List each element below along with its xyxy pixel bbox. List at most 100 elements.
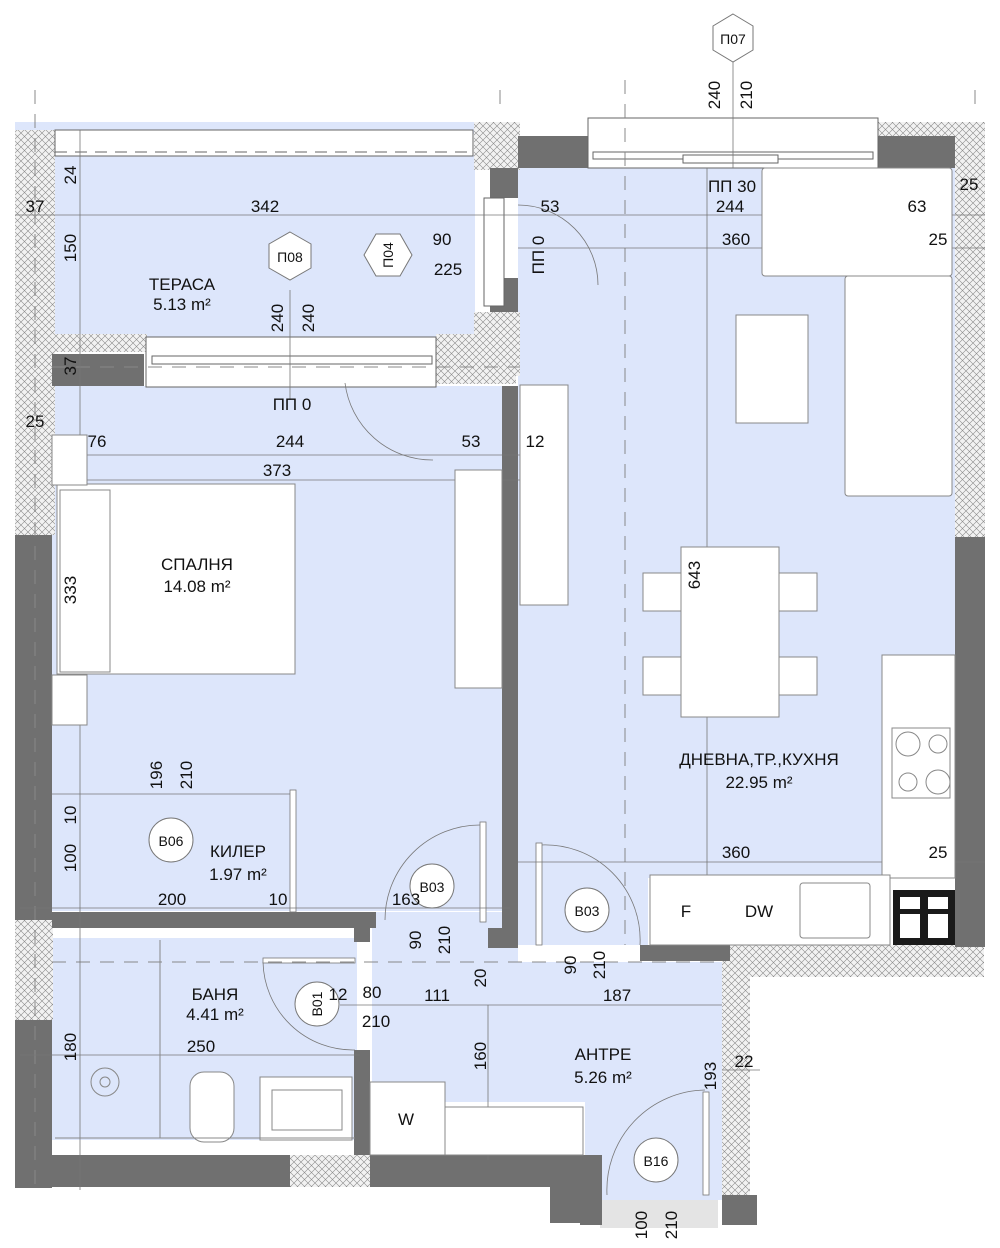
dim-label: 76 (88, 432, 107, 451)
dim-label: 12 (526, 432, 545, 451)
coffee-table (735, 314, 809, 424)
dishwasher-label: DW (745, 902, 773, 921)
tag-p08 (268, 231, 312, 281)
walls (15, 136, 985, 1225)
dim-label: 53 (541, 197, 560, 216)
room-name: АНТРЕ (575, 1045, 632, 1064)
room-area: 4.41 m² (186, 1005, 244, 1024)
dim-label: 100 (632, 1211, 651, 1239)
tag-label: П07 (720, 31, 746, 47)
tag-p07 (712, 13, 754, 63)
dim-label: 210 (737, 81, 756, 109)
room-name: ТЕРАСА (149, 275, 216, 294)
toilet (189, 1071, 235, 1143)
dim-label: 10 (61, 806, 80, 825)
grid-lines (34, 80, 976, 1190)
dim-label: 25 (929, 230, 948, 249)
dim-label: 160 (471, 1042, 490, 1070)
dim-label: 24 (61, 166, 80, 185)
chair (778, 656, 818, 696)
dim-label: 163 (392, 890, 420, 909)
dim-label: 63 (908, 197, 927, 216)
dim-label: 225 (434, 260, 462, 279)
room-area: 1.97 m² (209, 865, 267, 884)
wardrobe (454, 469, 503, 689)
dim-label: 90 (406, 931, 425, 950)
dim-label: 111 (424, 986, 450, 1005)
dim-label: 187 (603, 986, 631, 1005)
room-name: СПАЛНЯ (161, 555, 233, 574)
dim-label: 342 (251, 197, 279, 216)
dim-label: 25 (26, 412, 45, 431)
dim-label: 80 (363, 983, 382, 1002)
door-p04 (483, 197, 505, 307)
tag-b06 (148, 817, 194, 863)
hall-floor (372, 962, 722, 1102)
dim-label: ПП 0 (529, 236, 548, 275)
tag-p04 (363, 233, 413, 277)
dim-label: 37 (26, 197, 45, 216)
dim-label: 244 (276, 432, 304, 451)
dim-label: 12 (329, 985, 348, 1004)
dim-label: 10 (269, 890, 288, 909)
dim-label: 25 (960, 175, 979, 194)
door-swings (262, 204, 706, 1196)
washer-unit (369, 1081, 446, 1156)
dim-label: 90 (561, 956, 580, 975)
dim-label: 20 (471, 969, 490, 988)
dim-label: 37 (61, 357, 80, 376)
dim-label: 210 (590, 951, 609, 979)
dim-label: 210 (662, 1211, 681, 1239)
dim-label: 240 (268, 304, 287, 332)
tv-unit (519, 384, 569, 606)
dim-label: 100 (61, 844, 80, 872)
room-area: 5.26 m² (574, 1068, 632, 1087)
chair (642, 572, 682, 612)
dim-label: 240 (299, 304, 318, 332)
dim-label: 643 (685, 561, 704, 589)
tag-label: В03 (575, 903, 600, 919)
dim-label: 180 (61, 1033, 80, 1061)
tag-b16 (633, 1137, 679, 1183)
dim-label: 90 (433, 230, 452, 249)
chair (642, 656, 682, 696)
hob (891, 727, 951, 799)
sofa (761, 167, 953, 277)
dim-label: 196 (147, 761, 166, 789)
dim-label: 360 (722, 230, 750, 249)
dim-label: 333 (61, 576, 80, 604)
dim-label: ПП 0 (273, 395, 312, 414)
tag-b03b (564, 887, 610, 933)
room-name: ДНЕВНА,ТР.,КУХНЯ (679, 750, 839, 769)
dim-label: 210 (177, 761, 196, 789)
dim-label: 210 (362, 1012, 390, 1031)
room-area: 14.08 m² (163, 577, 230, 596)
dim-label: 210 (435, 926, 454, 954)
furniture (51, 167, 956, 1156)
dim-label: ПП 30 (708, 177, 756, 196)
washer-label: W (398, 1110, 414, 1129)
dim-label: 250 (187, 1037, 215, 1056)
fridge-label: F (681, 902, 691, 921)
dining-table (680, 546, 780, 718)
tag-label: П04 (380, 242, 396, 268)
tag-b03a (409, 863, 455, 909)
dim-label: 244 (716, 197, 744, 216)
tag-b01 (294, 981, 340, 1027)
tag-label: В01 (309, 991, 325, 1016)
dim-label: 200 (158, 890, 186, 909)
room-name: КИЛЕР (210, 842, 266, 861)
room-area: 22.95 m² (725, 773, 792, 792)
tags (148, 13, 754, 1183)
sink (799, 882, 871, 939)
dim-label: 150 (61, 234, 80, 262)
tag-label: П08 (277, 249, 303, 265)
tall-unit (893, 890, 955, 945)
room-area: 5.13 m² (153, 295, 211, 314)
room-name: БАНЯ (192, 985, 239, 1004)
tag-label: В16 (644, 1153, 669, 1169)
dim-label: 240 (705, 81, 724, 109)
tag-label: В06 (159, 833, 184, 849)
dim-label: 373 (263, 461, 291, 480)
